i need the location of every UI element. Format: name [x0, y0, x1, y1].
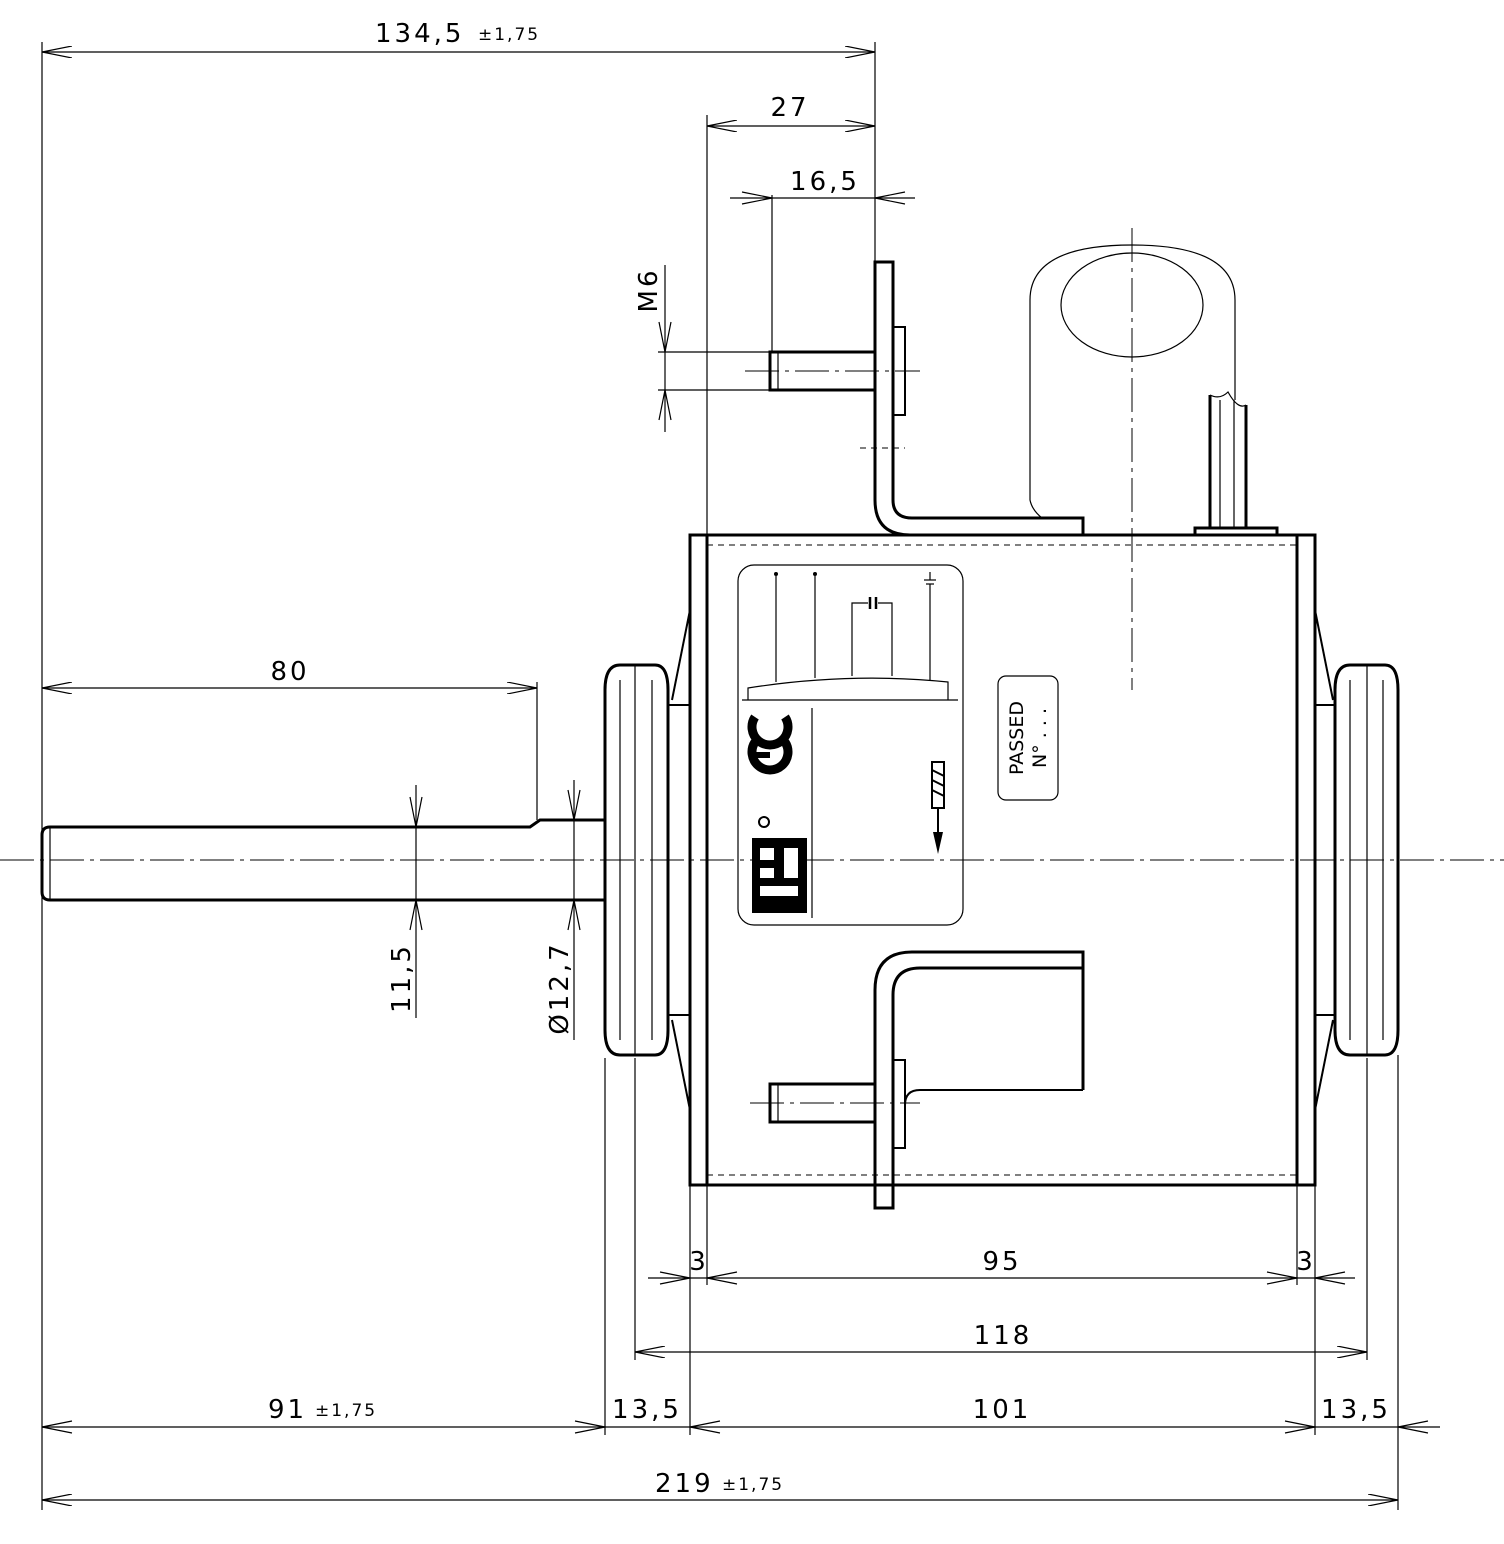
dimension-lines	[41, 42, 1440, 1510]
wiring-diagram	[742, 572, 958, 701]
dim-134-5: 134,5	[375, 19, 464, 49]
dim-134-5-tolerance: ±1,75	[478, 25, 540, 45]
manufacturer-logo-icon	[752, 816, 807, 913]
top-mount-bracket	[745, 260, 1085, 537]
dim-219-tolerance: ±1,75	[722, 1475, 784, 1495]
dim-13-5-left: 13,5	[612, 1395, 682, 1425]
dim-118: 118	[974, 1321, 1033, 1351]
dim-diameter-12-7: Ø12,7	[545, 941, 575, 1034]
dim-80: 80	[270, 657, 309, 687]
dim-11-5: 11,5	[387, 943, 417, 1013]
passed-label: PASSED N° . . .	[997, 675, 1059, 801]
left-end-ring	[603, 609, 691, 1111]
passed-number: N° . . .	[1029, 708, 1051, 768]
dim-27: 27	[770, 93, 809, 123]
dim-3-right: 3	[1296, 1247, 1316, 1277]
rotation-arrow-icon	[931, 761, 945, 854]
dim-3-left: 3	[689, 1247, 709, 1277]
bottom-mount-bracket	[750, 950, 1085, 1210]
dim-95: 95	[982, 1247, 1021, 1277]
dimension-labels: 134,5 ±1,75 27 16,5 M6 80 11,5 Ø12,7 3 9…	[268, 19, 1391, 1499]
capacitor-icon	[868, 597, 878, 609]
dim-101: 101	[973, 1395, 1032, 1425]
dim-13-5-right: 13,5	[1321, 1395, 1391, 1425]
right-end-ring	[1314, 609, 1400, 1111]
dim-219: 219	[655, 1469, 714, 1499]
dim-16-5: 16,5	[790, 167, 860, 197]
nameplate	[737, 564, 964, 926]
dim-91-tolerance: ±1,75	[315, 1401, 377, 1421]
dim-m6: M6	[634, 268, 664, 313]
ground-icon	[924, 572, 936, 680]
passed-text: PASSED	[1006, 701, 1028, 775]
cable-gland	[1029, 244, 1279, 537]
ce-mark-icon	[747, 714, 793, 775]
dim-91: 91	[268, 1395, 307, 1425]
